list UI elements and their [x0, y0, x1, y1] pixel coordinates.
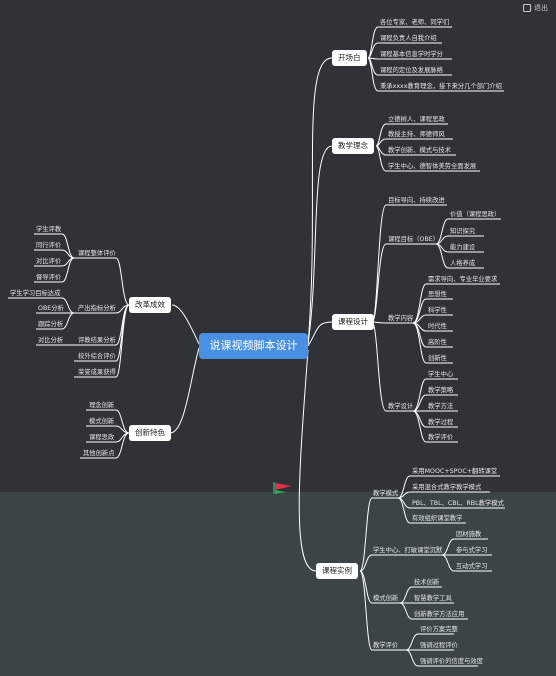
topic-node[interactable]: 人格养成 [450, 260, 476, 267]
topic-node[interactable]: 课程基本信息学时学分 [380, 51, 443, 58]
topic-node[interactable]: 教学设计 [388, 403, 414, 410]
topic-node[interactable]: PBL、TBL、CBL、RBL教学模式 [412, 500, 504, 507]
topic-node[interactable]: 创新性 [428, 355, 447, 362]
topic-node[interactable]: 科学性 [428, 307, 447, 314]
topic-node[interactable]: 学生中心、打破课堂沉默 [373, 547, 443, 554]
topic-node[interactable]: 理念创新 [89, 402, 115, 409]
branch-gaige-chengxiao[interactable]: 改革成效 [129, 297, 171, 313]
topic-node[interactable]: 学生中心、德智体美劳全面发展 [388, 163, 477, 170]
topic-node[interactable]: 教学创新、模式与技术 [388, 147, 451, 154]
topic-node[interactable]: 时代性 [428, 323, 447, 330]
exit-icon[interactable] [523, 4, 531, 12]
branch-kecheng-sheji[interactable]: 课程设计 [332, 314, 374, 330]
topic-node[interactable]: 模式创新 [373, 595, 399, 602]
topic-node[interactable]: 强调过程评价 [420, 642, 458, 649]
flag-icon [273, 482, 292, 494]
topic-node[interactable]: 智慧教学工具 [414, 595, 452, 602]
topic-node[interactable]: 教学策略 [428, 387, 454, 394]
topic-node[interactable]: 评价方案完整 [420, 626, 458, 633]
topic-node[interactable]: 教学内容 [388, 315, 414, 322]
topic-node[interactable]: OBE分析 [38, 305, 64, 312]
topic-node[interactable]: 立德树人、课程思政 [388, 116, 445, 123]
topic-node[interactable]: 教学评价 [428, 434, 454, 441]
topic-node[interactable]: 思想性 [428, 291, 447, 298]
topic-node[interactable]: 学生学习目标达成 [10, 290, 61, 297]
topic-node[interactable]: 参与式学习 [456, 547, 488, 554]
topic-node[interactable]: 同行评价 [36, 242, 62, 249]
topic-node[interactable]: 课程思政 [89, 434, 115, 441]
topic-node[interactable]: 督导评价 [36, 274, 62, 281]
topic-node[interactable]: 因材施教 [456, 531, 482, 538]
branch-kecheng-shili[interactable]: 课程实例 [316, 563, 358, 579]
topic-node[interactable]: 课程负责人自我介绍 [380, 35, 437, 42]
topic-node[interactable]: 课程目标（OBE） [388, 236, 440, 243]
topic-node[interactable]: 教授主持、师德师风 [388, 131, 445, 138]
topic-node[interactable]: 教学模式 [373, 490, 399, 497]
topic-node[interactable]: 其他创新点 [83, 450, 115, 457]
toolbar[interactable]: 退出 [523, 3, 548, 13]
topic-node[interactable]: 知识探究 [450, 228, 476, 235]
topic-node[interactable]: 创新教学方法应用 [414, 611, 465, 618]
topic-node[interactable]: 对比评价 [36, 258, 62, 265]
topic-node[interactable]: 教学过程 [428, 419, 454, 426]
topic-node[interactable]: 各位专家、老师、同学们 [380, 19, 450, 26]
topic-node[interactable]: 课程的定位及发展脉络 [380, 67, 443, 74]
topic-node[interactable]: 校外综合评价 [78, 353, 116, 360]
topic-node[interactable]: 学生中心 [428, 371, 454, 378]
topic-node[interactable]: 强调评价的信度与效度 [420, 658, 483, 665]
topic-node[interactable]: 教学方法 [428, 403, 454, 410]
root-topic[interactable]: 说课视频脚本设计 [199, 333, 308, 359]
branch-chuangxin-tese[interactable]: 创新特色 [129, 425, 171, 441]
topic-node[interactable]: 互动式学习 [456, 563, 488, 570]
topic-node[interactable]: 目标导向、持续改进 [388, 197, 445, 204]
topic-node[interactable]: 课程整体评价 [78, 250, 116, 257]
topic-node[interactable]: 秉承xxxx教育理念，接下来分几个部门介绍 [380, 83, 502, 90]
topic-node[interactable]: 能力建设 [450, 244, 476, 251]
topic-node[interactable]: 跟踪分析 [38, 321, 64, 328]
topic-node[interactable]: 产出指标分析 [78, 305, 116, 312]
topic-node[interactable]: 有效组织课堂教学 [412, 515, 463, 522]
topic-node[interactable]: 高阶性 [428, 339, 447, 346]
topic-node[interactable]: 荣誉成果获得 [78, 369, 116, 376]
topic-node[interactable]: 需求导向、专业毕业要求 [428, 276, 498, 283]
topic-node[interactable]: 学生评教 [36, 226, 62, 233]
exit-label[interactable]: 退出 [534, 4, 548, 12]
branch-jiaoxue-linian[interactable]: 教学理念 [332, 138, 374, 154]
topic-node[interactable]: 采用混合式教学教学模式 [412, 484, 482, 491]
topic-node[interactable]: 技术创新 [414, 579, 440, 586]
topic-node[interactable]: 模式创新 [89, 418, 115, 425]
branch-kaichangbai[interactable]: 开场白 [332, 50, 367, 66]
topic-node[interactable]: 教学评价 [373, 642, 399, 649]
topic-node[interactable]: 采用MOOC+SPOC+翻转课堂 [412, 468, 498, 475]
topic-node[interactable]: 价值（课程思政） [450, 211, 501, 218]
topic-node[interactable]: 对比分析 [38, 337, 64, 344]
topic-node[interactable]: 评教结果分析 [78, 337, 116, 344]
